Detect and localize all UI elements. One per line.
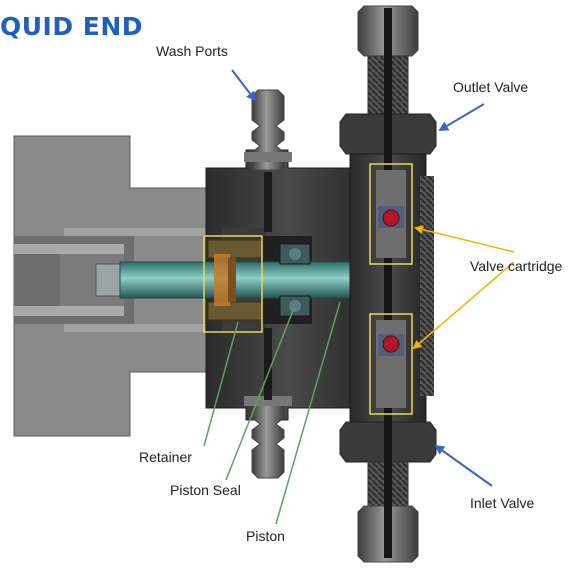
piston-seal-leader: [225, 307, 295, 481]
retainer-leader: [203, 321, 239, 447]
piston-seal-label: Piston Seal: [170, 482, 241, 498]
valve-cartridge-bottom: [369, 313, 413, 415]
piston-label: Piston: [246, 528, 285, 544]
retainer-label: Retainer: [139, 449, 192, 465]
outlet-valve-arrow: [438, 103, 485, 132]
outlet-valve-label: Outlet Valve: [453, 79, 529, 95]
piston-leader: [275, 301, 341, 525]
wash-ports-label: Wash Ports: [156, 43, 228, 59]
page-title: QUID END: [0, 12, 144, 41]
inlet-valve-arrow: [434, 444, 493, 487]
valve-cartridge-arrow-bottom: [412, 261, 515, 350]
wash-port-bottom: [244, 328, 292, 479]
retainer-highlight-frame: [203, 235, 263, 333]
piston-seal: [279, 243, 311, 317]
wash-port-top: [244, 89, 292, 232]
valve-cartridge-top: [369, 163, 413, 265]
valve-column: [339, 5, 437, 563]
inlet-valve-label: Inlet Valve: [470, 495, 535, 511]
drive-housing: [13, 135, 223, 437]
valve-cartridge-label: Valve cartridge: [470, 258, 563, 274]
retainer: [207, 239, 263, 321]
valve-cartridge-arrow-top: [414, 225, 515, 253]
wash-ports-arrow: [231, 69, 257, 102]
